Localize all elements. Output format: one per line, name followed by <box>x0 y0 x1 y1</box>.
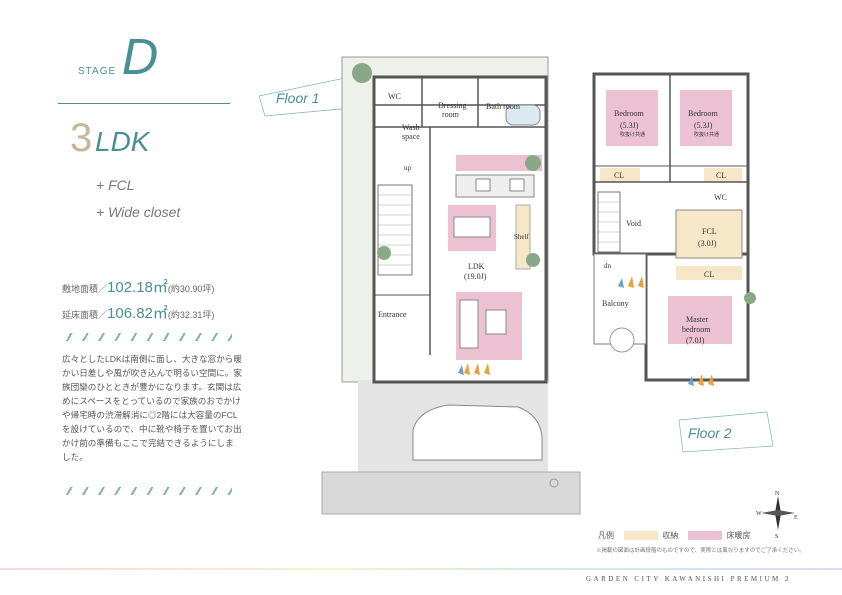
floor-area: 延床面積／106.82㎡(約32.31坪) <box>62 302 214 323</box>
stage-letter: D <box>122 30 159 86</box>
compass-n: N <box>775 491 780 497</box>
f1-dressing-label-1: Dressing <box>438 101 466 110</box>
plan-option-closet: + Wide closet <box>96 204 181 220</box>
rainbow-bar <box>0 568 842 570</box>
legend-storage-label: 収納 <box>662 531 679 540</box>
f2-bedroom2-note: 吹抜け共通 <box>694 131 719 138</box>
legend-heat-swatch <box>688 531 723 541</box>
f1-wash-label-2: space <box>402 132 420 141</box>
plan-room-count: 3 <box>70 116 93 160</box>
stripe-divider-top <box>60 333 232 341</box>
stripe-divider-bottom <box>60 487 232 495</box>
floor-area-value: 106.82㎡ <box>107 305 168 322</box>
f1-entrance-label: Entrance <box>378 310 407 319</box>
compass-s: S <box>775 534 778 538</box>
site-area-tsubo: (約30.90坪) <box>167 284 215 294</box>
site-area: 敷地面積／102.18㎡(約30.90坪) <box>62 276 214 297</box>
site-area-label: 敷地面積／ <box>62 284 108 294</box>
f2-master-size: (7.0J) <box>686 336 705 345</box>
f1-shelf-label: Shelf <box>514 233 529 241</box>
f2-bedroom2-label: Bedroom <box>688 109 719 118</box>
footer-brand: GARDEN CITY KAWANISHI PREMIUM 2 <box>586 575 792 583</box>
f1-up-label: up <box>404 164 412 172</box>
f2-bedroom2-size: (5.3J) <box>694 121 713 130</box>
f2-bedroom1-note: 吹抜け共通 <box>620 131 645 138</box>
compass-icon: N S E W <box>756 491 798 538</box>
floor2-tag: Floor 2 <box>688 425 732 441</box>
plan-option-fcl: + FCL <box>96 177 135 193</box>
floor2-tag-frame <box>678 411 774 453</box>
floor1-tag: Floor 1 <box>276 90 320 106</box>
f2-balcony-label: Balcony <box>602 299 629 308</box>
f2-master-label-1: Master <box>686 315 709 324</box>
f1-ldk-size: (19.0J) <box>464 272 487 281</box>
f2-master-label-2: bedroom <box>682 325 711 334</box>
f1-bath-label: Bath room <box>486 102 521 111</box>
legend-storage-swatch <box>624 531 659 541</box>
legend: 凡例 収納 床暖房 <box>598 530 750 541</box>
f1-dressing-label-2: room <box>442 110 460 119</box>
divider <box>58 103 230 104</box>
f2-cl1-label: CL <box>614 171 624 180</box>
f2-void-label: Void <box>626 219 641 228</box>
compass-w: W <box>756 511 762 517</box>
f2-cl3-label: CL <box>704 270 714 279</box>
f2-bedroom1-label: Bedroom <box>614 109 645 118</box>
car-icon <box>412 404 543 461</box>
f1-wc-label: WC <box>388 92 401 101</box>
compass-e: E <box>794 515 798 521</box>
stage-label: STAGE <box>78 66 117 77</box>
plan-type: LDK <box>95 126 150 157</box>
floor-area-tsubo: (約32.31坪) <box>167 310 215 320</box>
f2-fcl-label: FCL <box>702 227 717 236</box>
f2-cl2-label: CL <box>716 171 726 180</box>
f2-wc-label: WC <box>714 193 727 202</box>
floor2-plan: Bedroom (5.3J) 吹抜け共通 Bedroom (5.3J) 吹抜け共… <box>592 72 756 386</box>
legend-title: 凡例 <box>598 531 614 540</box>
disclaimer-note: ※掲載の図面は計画段階のものですので、実際とは異なりますのでご了承ください。 <box>596 548 805 554</box>
f2-fcl-size: (3.0J) <box>698 239 717 248</box>
floor-area-label: 延床面積／ <box>62 310 108 320</box>
f2-bedroom1-size: (5.3J) <box>620 121 639 130</box>
f2-dn-label: dn <box>604 262 612 270</box>
legend-heat-label: 床暖房 <box>726 531 751 540</box>
floor1-plan: WC Dressing room Bath room Wash space up… <box>321 56 581 515</box>
plan-description: 広々としたLDKは南側に面し、大きな窓から暖かい日差しや風が吹き込んで明るい空間… <box>62 354 242 462</box>
site-area-value: 102.18㎡ <box>107 279 168 296</box>
f1-wash-label-1: Wash <box>402 123 420 132</box>
f1-ldk-label: LDK <box>468 262 485 271</box>
